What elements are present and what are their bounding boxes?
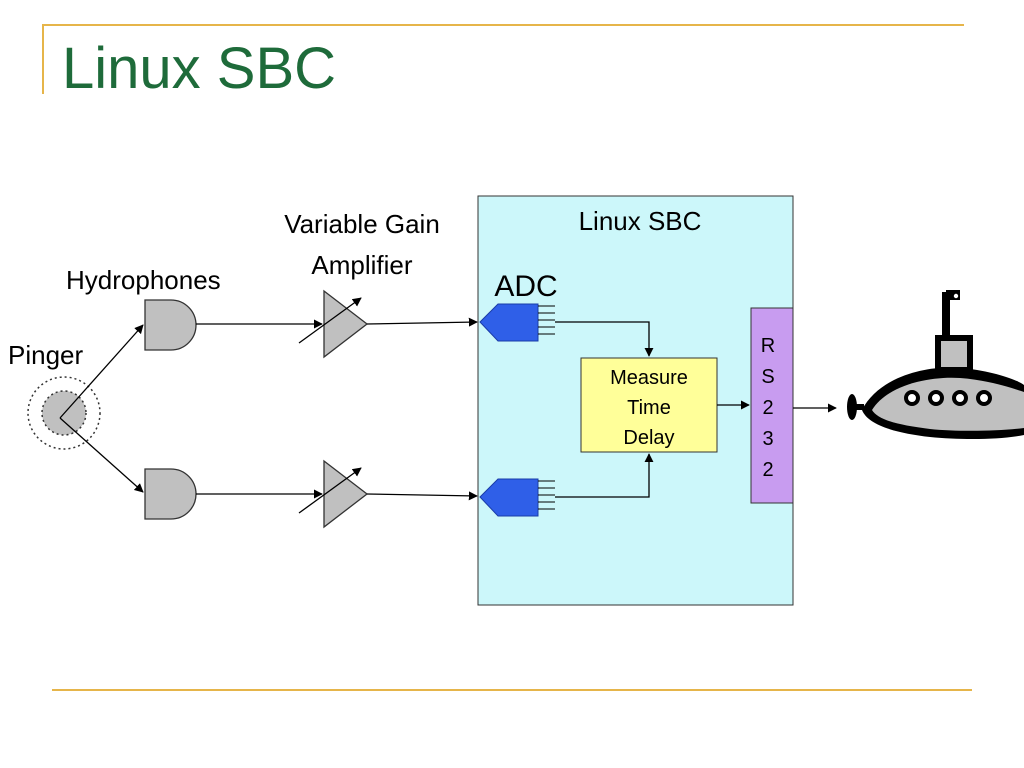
rs232-char-3: 3: [762, 428, 773, 450]
rs232-char-2a: 2: [762, 397, 773, 419]
adc-top: [479, 303, 555, 342]
page-title: Linux SBC: [62, 36, 337, 101]
pinger-to-hydrophone-bottom-arrow: [59, 417, 144, 493]
rs232-char-r: R: [761, 335, 775, 357]
amp-bottom-to-adc-arrow: [366, 491, 478, 501]
slide-top-rule: [42, 24, 964, 26]
submarine-icon: [847, 290, 1024, 440]
rs232-char-2b: 2: [762, 459, 773, 481]
adc-bottom-to-measure-arrow: [555, 453, 654, 498]
vga-bottom: [298, 459, 369, 529]
vga-label-line2: Amplifier: [311, 250, 412, 280]
adc-top-to-measure-arrow: [555, 321, 654, 357]
measure-time-delay-box: [580, 357, 718, 453]
measure-line2: Time: [627, 397, 671, 419]
vga-top: [298, 289, 369, 359]
hydrophone-bottom: [144, 468, 197, 520]
measure-line3: Delay: [623, 427, 674, 449]
hydrophone-top: [144, 299, 197, 351]
rs232-char-s: S: [761, 366, 774, 388]
amp-top-to-adc-arrow: [366, 317, 478, 327]
slide-left-rule: [42, 24, 44, 94]
slide-bottom-rule: [52, 689, 972, 691]
pinger-label: Pinger: [8, 340, 83, 370]
adc-bottom: [479, 478, 555, 517]
measure-line1: Measure: [610, 367, 688, 389]
vga-label-line1: Variable Gain: [284, 209, 440, 239]
pinger-to-hydrophone-top-arrow: [59, 324, 144, 419]
adc-label: ADC: [494, 270, 557, 303]
rs232-box: [750, 307, 794, 504]
sbc-label: Linux SBC: [579, 206, 702, 236]
hydrophones-label: Hydrophones: [66, 265, 221, 295]
